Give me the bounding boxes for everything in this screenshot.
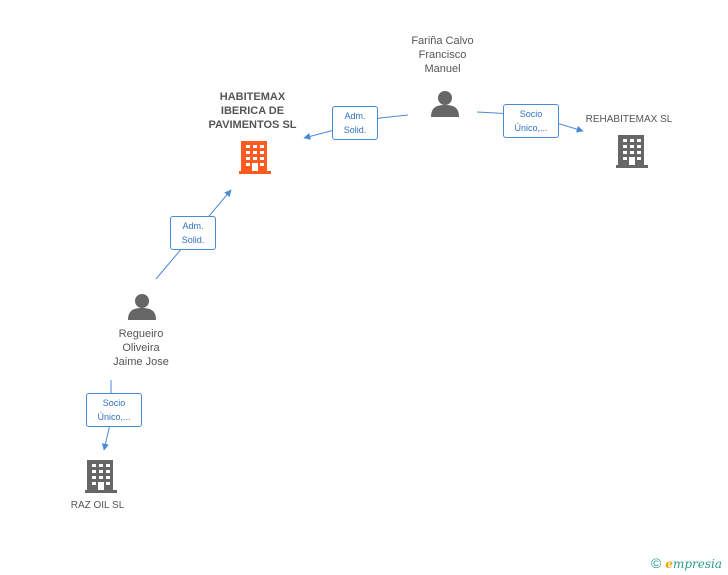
node-regueiro-label[interactable]: Regueiro Oliveira Jaime Jose <box>96 327 186 369</box>
edge-label-line: Solid. <box>181 235 205 245</box>
person-name-line: Manuel <box>424 63 461 75</box>
company-name: REHABITEMAX SL <box>585 114 673 125</box>
edge-label-line: Solid. <box>343 125 367 135</box>
building-icon[interactable] <box>85 460 117 493</box>
building-icon[interactable] <box>616 135 648 168</box>
node-rehabitemax-label[interactable]: REHABITEMAX SL <box>574 113 684 127</box>
person-name-line: Francisco <box>418 49 467 61</box>
node-razoil-label[interactable]: RAZ OIL SL <box>50 499 145 513</box>
person-name-line: Regueiro <box>118 328 164 340</box>
edge-label-farina-habitemax[interactable]: Adm. Solid. <box>332 106 378 140</box>
edge-label-line: Único,... <box>97 412 131 422</box>
company-name-line: HABITEMAX <box>219 91 286 103</box>
company-name: RAZ OIL SL <box>70 500 125 511</box>
node-farina-label[interactable]: Fariña Calvo Francisco Manuel <box>390 34 495 76</box>
building-icon[interactable] <box>239 141 271 174</box>
person-name-line: Jaime Jose <box>113 356 169 368</box>
edge-farina-habitemax <box>303 114 409 140</box>
node-habitemax-label[interactable]: HABITEMAX IBERICA DE PAVIMENTOS SL <box>190 90 315 132</box>
company-name-line: PAVIMENTOS SL <box>208 119 297 131</box>
edge-label-regueiro-razoil[interactable]: Socio Único,... <box>86 393 142 427</box>
brand-e-letter: e <box>665 557 673 571</box>
person-name-line: Oliveira <box>122 342 160 354</box>
edge-label-line: Socio <box>519 109 543 119</box>
brand-logo: ©empresia <box>651 555 722 571</box>
edge-label-line: Único,... <box>514 123 548 133</box>
edge-label-line: Adm. <box>182 221 204 231</box>
brand-name-rest: mpresia <box>672 557 722 571</box>
edge-label-regueiro-habitemax[interactable]: Adm. Solid. <box>170 216 216 250</box>
edge-label-line: Socio <box>102 398 126 408</box>
edge-label-line: Adm. <box>344 111 366 121</box>
company-name-line: IBERICA DE <box>220 105 285 117</box>
copyright-symbol: © <box>650 555 662 571</box>
person-icon[interactable] <box>431 91 459 117</box>
person-icon[interactable] <box>128 294 156 320</box>
person-name-line: Fariña Calvo <box>411 35 474 47</box>
edge-label-farina-rehabitemax[interactable]: Socio Único,... <box>503 104 559 138</box>
